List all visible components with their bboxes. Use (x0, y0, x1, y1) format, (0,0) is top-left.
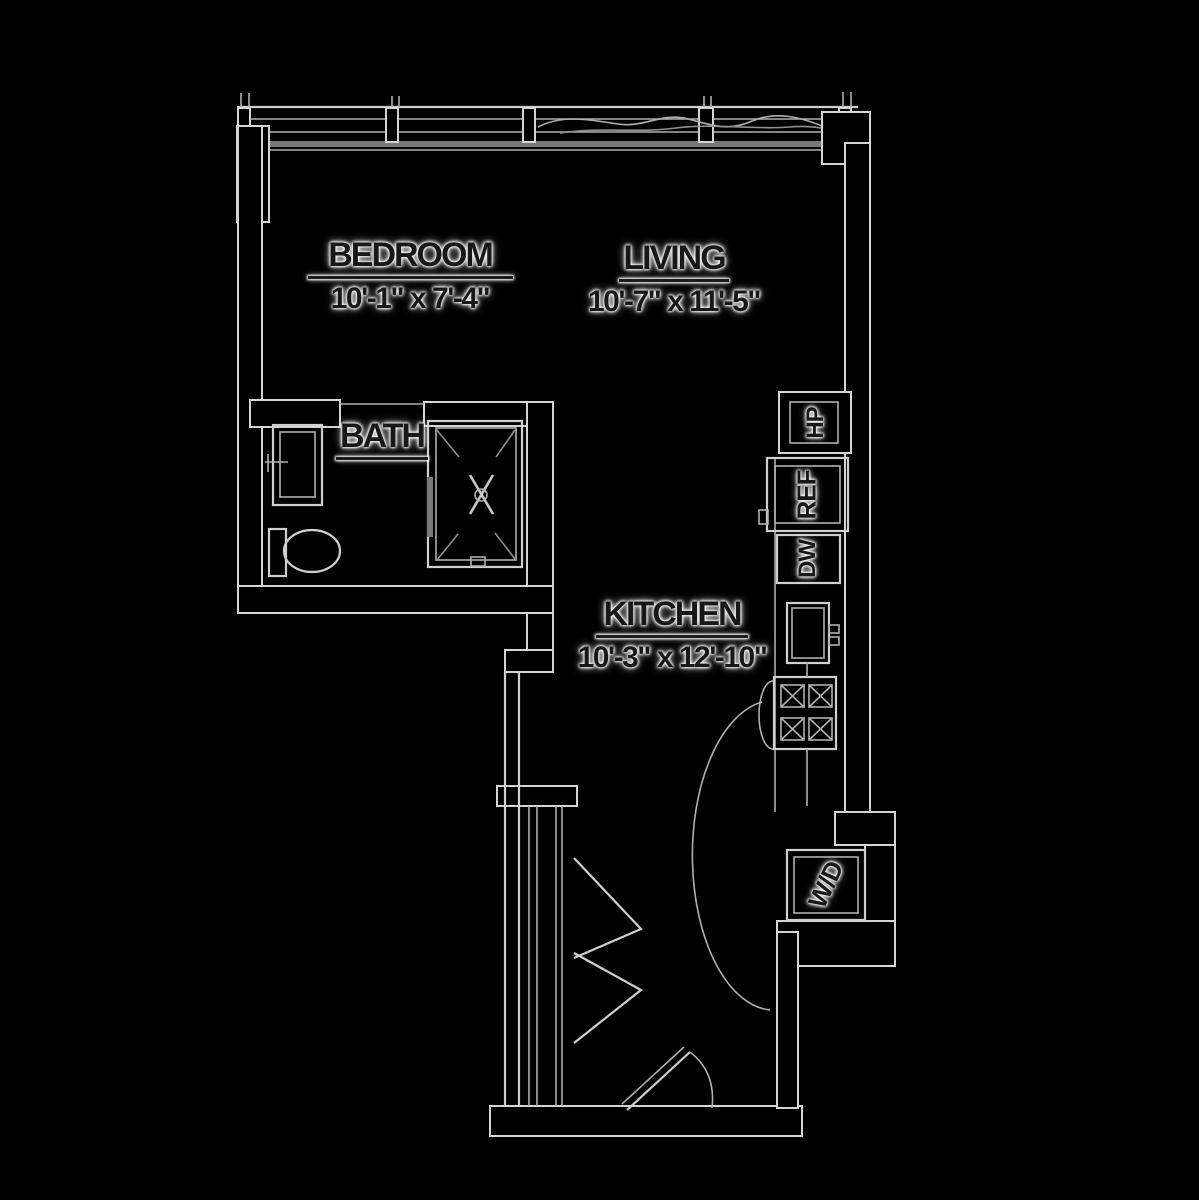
kitchen-faucet (828, 636, 840, 646)
label-underline (336, 456, 428, 460)
corridor-door-leaf-inner (621, 1046, 685, 1105)
window-mullion (385, 107, 399, 143)
kitchen-label: KITCHEN 10'-3" x 12'-10" (532, 595, 812, 674)
window-mullion (522, 107, 536, 143)
shower-corner-line (495, 429, 516, 458)
bedroom-name: BEDROOM (328, 236, 494, 274)
kitchen-name: KITCHEN (603, 595, 742, 633)
dishwasher-box (775, 533, 842, 585)
refrigerator-handle (758, 509, 769, 525)
cooktop-burner (780, 684, 805, 708)
label-underline (619, 278, 729, 282)
kitchen-sink-basin (791, 607, 825, 659)
living-dimensions: 10'-7" x 11'-5" (587, 284, 762, 318)
shower-corner-line (435, 428, 460, 458)
bath-vanity-basin (279, 431, 316, 498)
walls (236, 111, 896, 1137)
heat-pump-inner (789, 401, 839, 444)
bath-fixtures (265, 419, 524, 578)
living-label: LIVING 10'-7" x 11'-5" (534, 239, 814, 318)
doors (573, 701, 771, 1111)
toilet-tank (267, 527, 288, 578)
wall-right (844, 142, 871, 814)
shower-threshold (470, 556, 486, 567)
wall-closet-header (496, 785, 578, 807)
bedroom-dimensions: 10'-1" x 7'-4" (330, 281, 491, 315)
washer-dryer-box (785, 848, 867, 922)
shower-inner (435, 427, 517, 561)
bath-label: BATH (312, 417, 452, 463)
toilet-bowl (282, 528, 342, 574)
entry-door-swing-arc (691, 701, 771, 1011)
wall-alcove-top (834, 811, 896, 846)
cooktop-burner (808, 684, 833, 708)
refrigerator-box (765, 456, 850, 533)
wall-bottom (489, 1105, 803, 1137)
shower-drain (474, 488, 488, 502)
shower-drain-x (468, 474, 495, 515)
heat-pump-label: HP (802, 407, 829, 439)
cooktop-side-curve (758, 680, 774, 750)
refrigerator-inner (774, 465, 841, 524)
kitchen-appliances (758, 391, 867, 922)
label-underline (307, 275, 513, 279)
shower-corner-line (494, 532, 516, 560)
corridor-door-swing-arc (689, 1051, 714, 1109)
wall-bath-bottom (237, 585, 554, 614)
closet-bifold-door-1 (573, 857, 643, 960)
wall-bath-top-left (249, 399, 341, 428)
bath-name: BATH (340, 417, 426, 455)
kitchen-dimensions: 10'-3" x 12'-10" (577, 640, 768, 674)
cooktop-burner (780, 717, 805, 741)
closet-bifold-door-2 (573, 952, 643, 1044)
cooktop-burner (808, 717, 833, 741)
refrigerator-label: REF (791, 470, 822, 520)
kitchen-faucet (828, 624, 840, 634)
label-underline (596, 634, 748, 638)
bedroom-label: BEDROOM 10'-1" x 7'-4" (270, 236, 550, 315)
wall-corridor-right (776, 931, 799, 1109)
window-wall (237, 92, 858, 151)
shower-corner-line (436, 533, 459, 561)
wall-left (237, 125, 263, 614)
corridor-door-leaf (626, 1051, 691, 1111)
living-name: LIVING (623, 239, 726, 277)
washer-dryer-inner (793, 856, 859, 914)
cooktop (772, 675, 838, 751)
wall-step (504, 649, 554, 673)
bath-vanity (271, 423, 324, 507)
window-tick-marks (240, 92, 852, 107)
wall-bath-right (526, 401, 554, 614)
dishwasher-label: DW (794, 540, 821, 578)
